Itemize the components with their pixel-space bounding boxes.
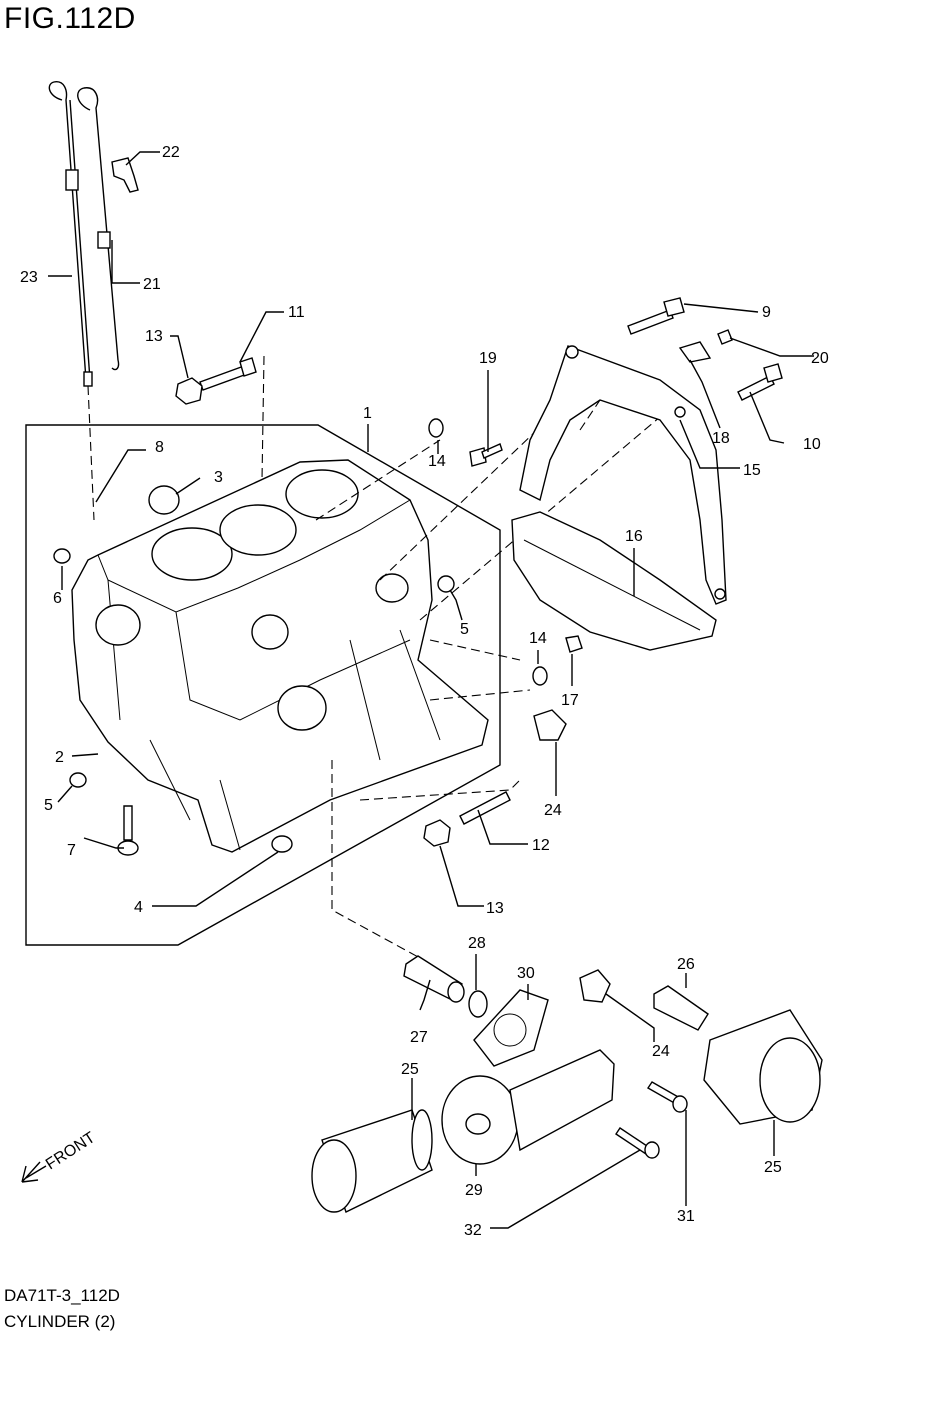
switch-24-lower	[579, 969, 611, 1003]
bolt-9	[627, 297, 685, 335]
bolt-31	[647, 1081, 688, 1113]
plug-5-left	[69, 772, 87, 788]
callout-30: 30	[517, 965, 535, 982]
callout-25-left: 25	[401, 1061, 419, 1078]
callout-32: 32	[464, 1222, 482, 1239]
callout-1: 1	[363, 405, 372, 422]
callout-5-right: 5	[460, 621, 469, 638]
bolt-17	[565, 635, 583, 653]
nut-13-upper	[175, 377, 203, 405]
dipstick-21	[77, 87, 120, 371]
callout-9: 9	[762, 304, 771, 321]
plug-3	[148, 485, 180, 515]
bracket-18	[678, 341, 712, 363]
engine-block-group-frame	[25, 424, 501, 946]
callout-3: 3	[214, 469, 223, 486]
diagram-caption: CYLINDER (2)	[4, 1312, 116, 1331]
union-26	[653, 985, 709, 1031]
callout-15: 15	[743, 462, 761, 479]
bolt-32	[615, 1127, 660, 1159]
oil-filter-25-right	[703, 1009, 823, 1125]
callout-14-lower: 14	[529, 630, 547, 647]
dipstick-guide-bracket-22	[111, 157, 139, 193]
callout-19: 19	[479, 350, 497, 367]
callout-17: 17	[561, 692, 579, 709]
callout-7: 7	[67, 842, 76, 859]
callout-labels: 1 2 3 4 5 5 6 7 8 9 10 11 12 13 13 14 14…	[20, 144, 829, 1239]
callout-26: 26	[677, 956, 695, 973]
callout-13-upper: 13	[145, 328, 163, 345]
cylinder-block	[71, 459, 489, 853]
callout-10: 10	[803, 436, 821, 453]
callout-28: 28	[468, 935, 486, 952]
o-ring-28	[468, 990, 488, 1018]
oil-filter-stand-29	[441, 1049, 615, 1165]
callout-31: 31	[677, 1208, 695, 1225]
callout-22: 22	[162, 144, 180, 161]
callout-4: 4	[134, 899, 143, 916]
callout-13-lower: 13	[486, 900, 504, 917]
front-direction-arrow-icon	[21, 1161, 47, 1183]
dowel-14-upper	[428, 418, 444, 438]
callout-16: 16	[625, 528, 643, 545]
union-bolt-27	[403, 955, 465, 1003]
plug-6	[53, 548, 71, 564]
callout-25-right: 25	[764, 1159, 782, 1176]
bolt-19	[469, 443, 503, 467]
stud-12	[459, 791, 511, 825]
dipstick-23	[48, 81, 93, 387]
callout-2: 2	[55, 749, 64, 766]
callout-24-upper: 24	[544, 802, 562, 819]
callout-27: 27	[410, 1029, 428, 1046]
diagram-code: DA71T-3_112D	[4, 1286, 120, 1305]
callout-24-lower: 24	[652, 1043, 670, 1060]
callout-11: 11	[288, 304, 305, 321]
bolt-10	[737, 363, 783, 401]
plug-4	[271, 835, 293, 853]
switch-24-upper	[533, 709, 567, 741]
callout-6: 6	[53, 590, 62, 607]
callout-21: 21	[143, 276, 161, 293]
callout-5-left: 5	[44, 797, 53, 814]
oil-seal-16	[511, 511, 717, 651]
clip-20	[717, 329, 733, 345]
nut-13-lower	[423, 819, 451, 847]
gasket-30	[473, 989, 549, 1067]
plug-5-right	[437, 575, 455, 593]
front-label: FRONT	[43, 1129, 99, 1173]
callout-29: 29	[465, 1182, 483, 1199]
figure-title: FIG.112D	[4, 2, 136, 35]
rear-cover-15	[519, 345, 727, 605]
callout-12: 12	[532, 837, 550, 854]
callout-14-upper: 14	[428, 453, 446, 470]
callout-18: 18	[712, 430, 730, 447]
stud-bolt-11	[199, 357, 257, 391]
dowel-14-lower	[532, 666, 548, 686]
callout-8: 8	[155, 439, 164, 456]
callout-23: 23	[20, 269, 38, 286]
callout-20: 20	[811, 350, 829, 367]
oil-filter-25-left	[311, 1109, 433, 1213]
leader-lines	[48, 151, 814, 1229]
